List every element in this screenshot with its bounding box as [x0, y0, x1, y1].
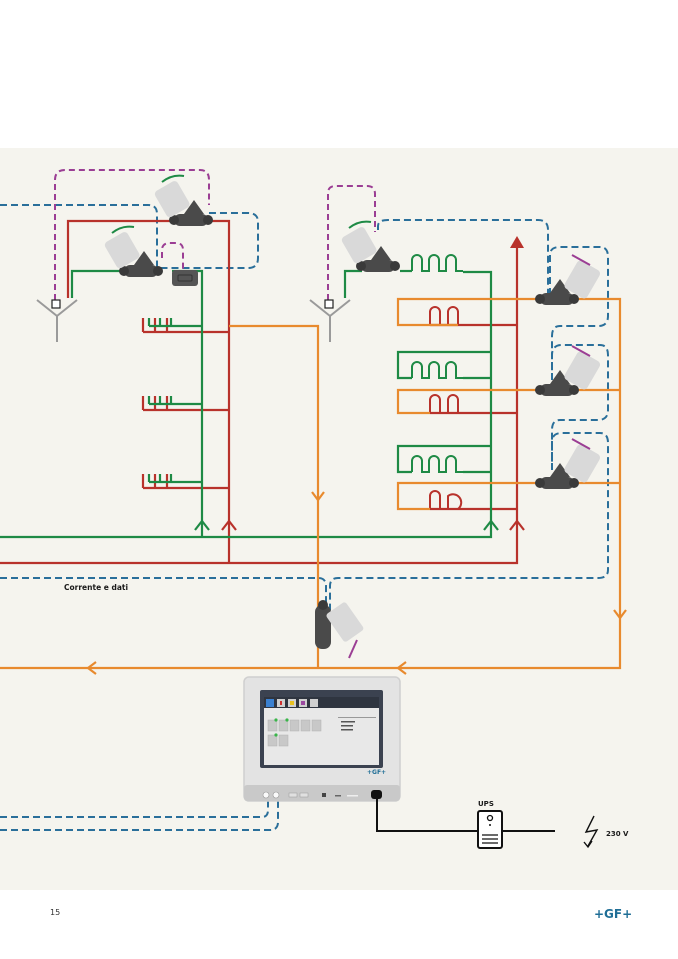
power-port[interactable]: [371, 790, 382, 799]
valve-top-left-icon: [154, 174, 213, 226]
data-lines: [0, 204, 609, 831]
signal-line-left: [54, 169, 210, 300]
screen-tab-home[interactable]: [266, 699, 274, 707]
valve-center-icon: [341, 220, 400, 272]
supply-left-riser: [66, 219, 183, 298]
control-box-icon: [172, 270, 198, 286]
data-port-2[interactable]: [272, 791, 280, 799]
return-main: [0, 270, 493, 539]
usb-port-2[interactable]: [299, 792, 309, 798]
shower-left-icon: [36, 299, 78, 342]
voltage-label: 230 V: [606, 830, 629, 838]
supply-main: [0, 243, 519, 565]
circulation-lines: [0, 297, 627, 675]
data-line-controller-2: [0, 798, 279, 831]
red-fixture-loops: [429, 306, 463, 510]
data-line-main: [0, 577, 327, 610]
lightning-icon: [583, 815, 599, 849]
data-line-top-right: [377, 219, 549, 300]
supply-arrow-icon: [510, 236, 524, 248]
data-line-valve-right-2: [551, 344, 609, 470]
power-data-label: Corrente e dati: [64, 583, 128, 592]
green-fixture-loops: [411, 254, 463, 473]
data-port-1[interactable]: [262, 791, 270, 799]
screen-tab-info[interactable]: [310, 699, 318, 707]
sensor-left-icon: [51, 299, 61, 309]
usb-port-1[interactable]: [288, 792, 298, 798]
sensor-mid-icon: [324, 299, 334, 309]
controller-unit[interactable]: +GF+: [243, 676, 401, 802]
gf-logo: +GF+: [594, 907, 633, 921]
valve-right-3-icon: [535, 438, 601, 489]
return-lines: [0, 269, 499, 539]
ups-label: UPS: [478, 800, 494, 808]
page-number: 15: [50, 908, 61, 917]
small-port[interactable]: [322, 793, 326, 797]
shower-mid-icon: [309, 299, 351, 342]
signal-line-small: [161, 242, 184, 270]
signal-line-mid: [327, 185, 376, 300]
valve-right-2-icon: [535, 345, 601, 396]
power-cable: [376, 799, 555, 832]
controller-brand-logo: +GF+: [367, 769, 386, 776]
valve-right-1-icon: [535, 254, 601, 305]
ups-icon: [477, 810, 503, 849]
data-line-valve-right-1: [549, 246, 609, 380]
data-line-top-left: [0, 204, 259, 269]
data-line-controller-1: [0, 798, 269, 818]
screen-app-tiles[interactable]: [267, 719, 322, 747]
signal-lines: [54, 169, 376, 300]
supply-lines: [0, 219, 525, 565]
valve-mid-left-icon: [104, 225, 163, 277]
valve-bottom-icon: [315, 600, 364, 659]
data-line-valve-right-3: [329, 432, 609, 610]
